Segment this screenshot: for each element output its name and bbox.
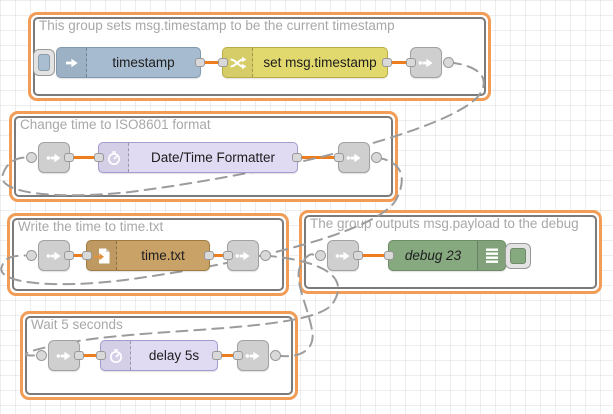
group-label: Wait 5 seconds — [31, 317, 123, 332]
input-port[interactable] — [233, 351, 243, 360]
debug-toggle-face — [510, 248, 526, 264]
link-arrow-icon — [46, 248, 62, 264]
link-input-port[interactable] — [26, 152, 37, 163]
file-node[interactable]: time.txt — [82, 240, 214, 271]
inject-node[interactable]: timestamp — [56, 47, 205, 78]
link-in-node-g2[interactable] — [26, 142, 74, 173]
output-port[interactable] — [382, 58, 392, 67]
link-in-node-g4[interactable] — [315, 240, 363, 271]
group-label: Change time to ISO8601 format — [20, 117, 211, 132]
link-out-node-g2[interactable] — [334, 142, 382, 173]
input-port[interactable] — [223, 251, 233, 260]
output-port[interactable] — [212, 351, 222, 360]
group-label: The group outputs msg.payload to the deb… — [310, 216, 579, 231]
input-port[interactable] — [334, 153, 344, 162]
link-input-port[interactable] — [36, 350, 47, 361]
output-port[interactable] — [195, 58, 205, 67]
link-arrow-icon — [56, 348, 72, 364]
debug-toggle-button[interactable] — [505, 243, 531, 269]
date-time-formatter-node[interactable]: Date/Time Formatter — [94, 142, 302, 173]
input-port[interactable] — [406, 58, 416, 67]
inject-button[interactable] — [33, 49, 55, 76]
link-input-port[interactable] — [26, 250, 37, 261]
link-input-port[interactable] — [315, 250, 326, 261]
link-wire-g5-to-g4[interactable] — [276, 253, 315, 358]
file-arrow-icon — [87, 241, 117, 270]
node-label: delay 5s — [148, 348, 200, 363]
link-arrow-icon — [245, 348, 261, 364]
output-port[interactable] — [64, 251, 74, 260]
link-arrow-icon — [235, 248, 251, 264]
node-label: time.txt — [141, 248, 185, 263]
change-node[interactable]: set msg.timestamp — [218, 47, 392, 78]
node-label: Date/Time Formatter — [150, 150, 276, 165]
node-label: timestamp — [112, 55, 175, 70]
inject-button-face — [38, 54, 50, 71]
output-port[interactable] — [204, 251, 214, 260]
output-port[interactable] — [353, 251, 363, 260]
link-arrow-icon — [46, 150, 62, 166]
output-port[interactable] — [292, 153, 302, 162]
link-arrow-icon — [346, 150, 362, 166]
link-output-port[interactable] — [260, 250, 271, 261]
link-out-node-g5[interactable] — [233, 340, 281, 371]
inject-arrow-icon — [57, 48, 87, 77]
input-port[interactable] — [82, 251, 92, 260]
delay-node[interactable]: delay 5s — [96, 340, 222, 371]
input-port[interactable] — [218, 58, 228, 67]
node-label: set msg.timestamp — [263, 55, 377, 70]
link-in-node-g3[interactable] — [26, 240, 74, 271]
link-out-node-g3[interactable] — [223, 240, 271, 271]
link-output-port[interactable] — [371, 152, 382, 163]
input-port[interactable] — [96, 351, 106, 360]
node-label: debug 23 — [404, 248, 462, 263]
input-port[interactable] — [384, 251, 394, 260]
link-in-node-g5[interactable] — [36, 340, 84, 371]
link-output-port[interactable] — [270, 350, 281, 361]
link-arrow-icon — [335, 248, 351, 264]
group-label: Write the time to time.txt — [18, 219, 164, 234]
output-port[interactable] — [74, 351, 84, 360]
link-wire-g3-to-g5[interactable] — [24, 254, 340, 357]
link-arrow-icon — [418, 55, 434, 71]
shuffle-icon — [223, 48, 253, 77]
list-icon — [477, 241, 505, 270]
output-port[interactable] — [64, 153, 74, 162]
link-out-node-g1[interactable] — [406, 47, 454, 78]
timer-icon — [99, 143, 129, 172]
link-output-port[interactable] — [443, 57, 454, 68]
input-port[interactable] — [94, 153, 104, 162]
group-label: This group sets msg.timestamp to be the … — [39, 18, 395, 33]
link-wire-g2-to-g3[interactable] — [0, 156, 403, 286]
debug-node[interactable]: debug 23 — [384, 240, 506, 271]
link-wire-g1-to-g2[interactable] — [1, 61, 485, 197]
timer-icon — [101, 341, 131, 370]
